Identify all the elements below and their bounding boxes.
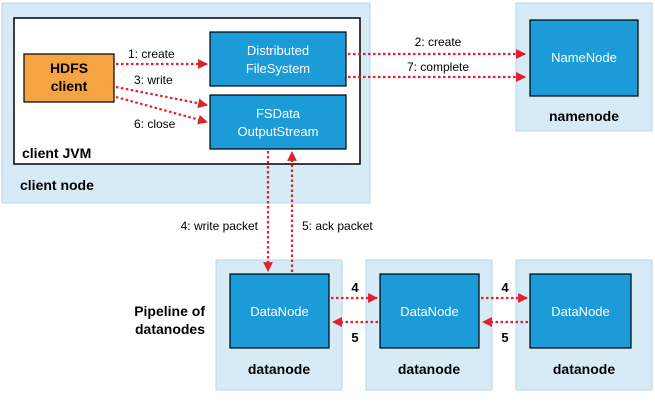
fsdata-outputstream: FSData OutputStream (209, 94, 347, 150)
hdfs-client: HDFS client (23, 53, 115, 103)
label-create: 1: create (128, 47, 175, 61)
datanode-1-label: datanode (248, 361, 310, 377)
datanode-3-box-label: DataNode (551, 304, 610, 319)
label-forward-1: 4 (351, 280, 359, 295)
label-ack-1: 5 (351, 330, 358, 345)
client-node-label: client node (20, 177, 94, 193)
pipeline-label-line2: datanodes (135, 321, 205, 337)
distributed-filesystem-label-line2: FileSystem (246, 61, 310, 76)
arrow-close (115, 95, 208, 125)
namenode-label: namenode (549, 108, 619, 124)
distributed-filesystem-box (209, 31, 347, 87)
label-write: 3: write (134, 73, 173, 87)
arrows (115, 49, 528, 327)
label-forward-2: 4 (501, 280, 509, 295)
datanode-3-box (529, 273, 632, 349)
pipeline-label-line1: Pipeline of (134, 303, 205, 319)
label-write-packet: 4: write packet (181, 219, 259, 233)
distributed-filesystem-label-line1: Distributed (247, 43, 309, 58)
arrow-write (115, 85, 208, 109)
fsdata-outputstream-label-line2: OutputStream (238, 124, 319, 139)
datanode-2-box (379, 273, 480, 349)
datanode-1: DataNode datanode (215, 259, 343, 391)
fsdata-outputstream-box (209, 94, 347, 150)
datanode-2-box-label: DataNode (400, 304, 459, 319)
namenode-box-label: NameNode (551, 50, 617, 65)
hdfs-client-label-line1: HDFS (50, 60, 88, 76)
distributed-filesystem: Distributed FileSystem (209, 31, 347, 87)
hdfs-client-box (23, 53, 115, 103)
client-jvm-label: client JVM (22, 145, 91, 161)
hdfs-client-label-line2: client (51, 78, 88, 94)
label-namenode-create: 2: create (415, 35, 462, 49)
label-namenode-complete: 7: complete (407, 60, 469, 74)
namenode: NameNode namenode (515, 2, 653, 132)
datanode-2-label: datanode (398, 361, 460, 377)
namenode-box (529, 19, 639, 97)
label-ack-packet: 5: ack packet (302, 219, 373, 233)
datanode-1-box (229, 273, 330, 349)
fsdata-outputstream-label-line1: FSData (256, 106, 301, 121)
label-ack-2: 5 (501, 330, 508, 345)
label-close: 6: close (134, 117, 176, 131)
datanode-3: DataNode datanode (515, 259, 653, 391)
datanode-3-label: datanode (553, 361, 615, 377)
client-node: client JVM client node HDFS client Distr… (1, 2, 371, 204)
datanode-2: DataNode datanode (365, 259, 493, 391)
datanode-1-box-label: DataNode (250, 304, 309, 319)
